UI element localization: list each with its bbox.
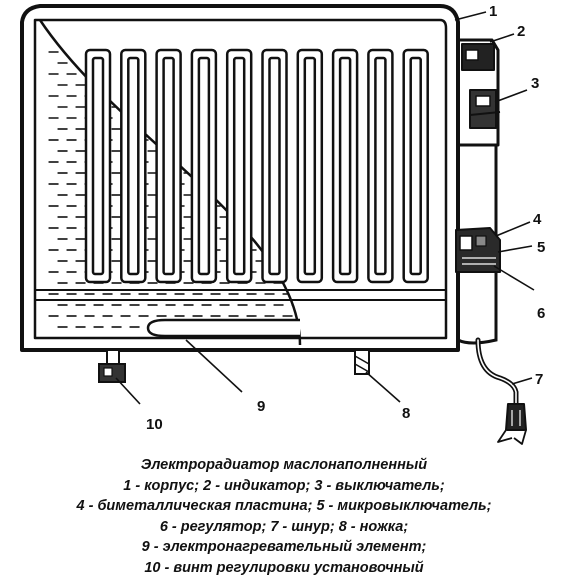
callout-9: 9	[257, 398, 265, 415]
figure-caption: Электрорадиатор маслонаполненный 1 - кор…	[0, 455, 568, 578]
thermostat-block	[455, 227, 501, 273]
callout-1: 1	[489, 3, 497, 20]
caption-title: Электрорадиатор маслонаполненный	[140, 457, 428, 473]
radiator-diagram: 1 2 3 4 5 6 7 8 9 10	[20, 3, 545, 445]
caption-line-1: 1 - корпус; 2 - индикатор; 3 - выключате…	[123, 477, 445, 494]
callout-2: 2	[517, 23, 525, 40]
callout-6: 6	[537, 305, 545, 322]
adjustment-screw	[98, 349, 126, 383]
caption-line-4: 9 - электронагревательный элемент;	[141, 539, 427, 555]
callout-4: 4	[533, 211, 542, 228]
callout-5: 5	[537, 239, 545, 256]
callout-8: 8	[402, 405, 410, 422]
foot	[354, 349, 370, 375]
callout-10: 10	[146, 416, 163, 433]
control-box	[458, 38, 501, 147]
radiator-body	[20, 4, 460, 352]
heating-element	[146, 318, 300, 338]
caption-line-2: 4 - биметаллическая пластина; 5 - микров…	[76, 498, 492, 514]
caption-line-5: 10 - винт регулировки установочный	[144, 559, 424, 576]
power-cord	[475, 337, 519, 407]
switch	[469, 89, 497, 129]
side-panel	[456, 145, 498, 345]
callout-3: 3	[531, 75, 539, 92]
radiator-fins	[84, 48, 429, 284]
caption-line-3: 6 - регулятор; 7 - шнур; 8 - ножка;	[159, 518, 409, 535]
plug	[497, 403, 527, 445]
callout-7: 7	[535, 371, 543, 388]
leader-lines	[115, 11, 535, 405]
